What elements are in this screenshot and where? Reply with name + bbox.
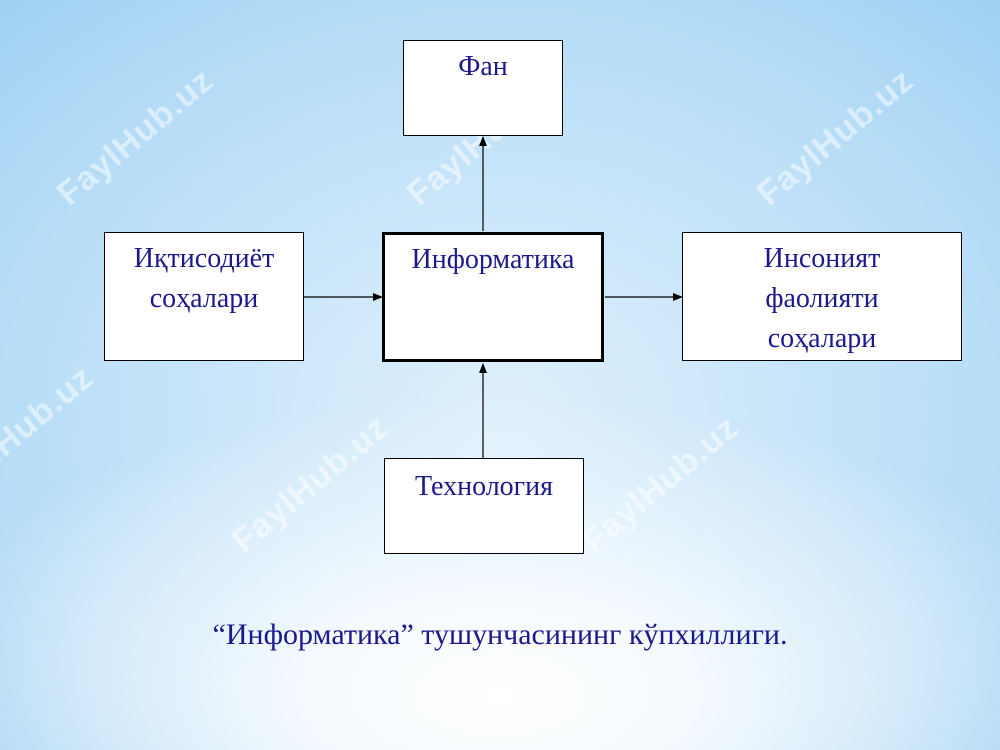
watermark: FaylHub.uz bbox=[749, 61, 921, 214]
node-insoniyat: Инсоният фаолияти соҳалари bbox=[682, 232, 962, 361]
node-informatika: Информатика bbox=[382, 232, 604, 362]
node-fan-label: Фан bbox=[458, 51, 508, 82]
node-insoniyat-line-3: соҳалари bbox=[767, 323, 877, 354]
node-insoniyat-label: Инсоният фаолияти соҳалари bbox=[683, 233, 961, 359]
node-texnologiya-label: Технология bbox=[414, 471, 554, 502]
node-iqtisodiyot-label: Иқтисодиёт соҳалари bbox=[105, 233, 303, 319]
node-insoniyat-line-1: Инсоният bbox=[763, 243, 881, 274]
node-fan: Фан bbox=[403, 40, 563, 136]
node-texnologiya: Технология bbox=[384, 458, 584, 554]
node-insoniyat-line-2: фаолияти bbox=[765, 283, 879, 314]
watermark: FaylHub.uz bbox=[574, 408, 746, 561]
watermark: FaylHub.uz bbox=[224, 408, 396, 561]
watermark: FaylHub.uz bbox=[49, 61, 221, 214]
watermark: FaylHub.uz bbox=[0, 358, 101, 511]
node-iqtisodiyot-line-2: соҳалари bbox=[149, 283, 259, 314]
node-informatika-label: Информатика bbox=[411, 244, 575, 275]
node-iqtisodiyot: Иқтисодиёт соҳалари bbox=[104, 232, 304, 361]
node-iqtisodiyot-line-1: Иқтисодиёт bbox=[133, 243, 275, 274]
slide-caption: “Информатика” тушунчасининг кўпхиллиги. bbox=[212, 618, 788, 651]
